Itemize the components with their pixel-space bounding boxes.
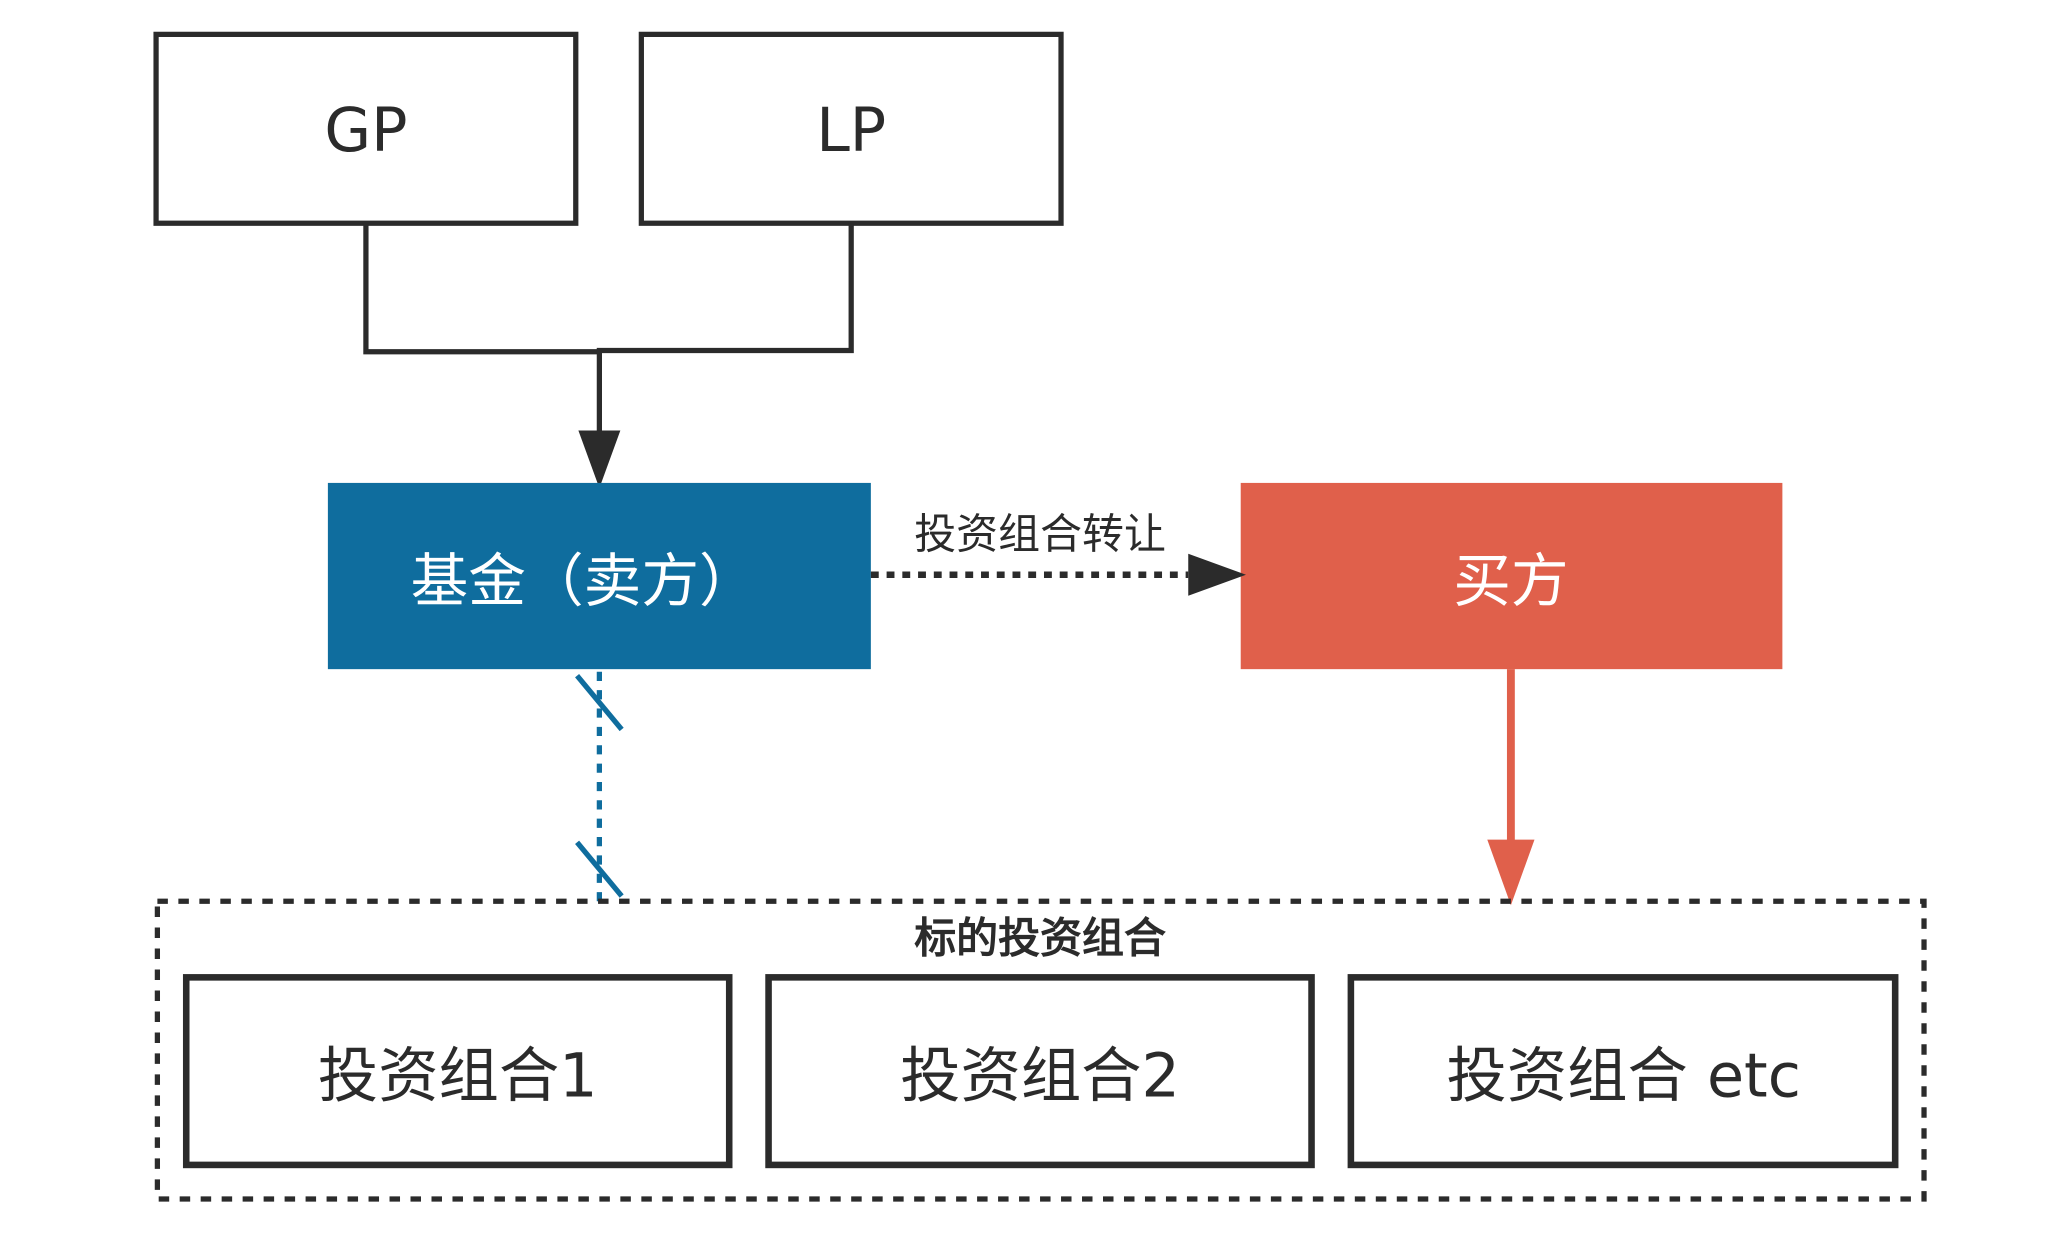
buyer-portfolio-edge bbox=[1487, 669, 1535, 906]
portfolio-group-label: 标的投资组合 bbox=[914, 913, 1166, 962]
buyer-node[interactable]: 买方 bbox=[1240, 482, 1783, 670]
portfolio-1-label: 投资组合1 bbox=[318, 1042, 598, 1112]
lp-node[interactable]: LP bbox=[638, 31, 1064, 226]
fund-portfolio-link bbox=[575, 671, 624, 903]
transfer-label: 投资组合转让 bbox=[914, 509, 1166, 558]
lp-label: LP bbox=[816, 96, 886, 166]
portfolio-2-label: 投资组合2 bbox=[900, 1042, 1180, 1112]
arrowhead-icon bbox=[1188, 553, 1246, 596]
gp-node[interactable]: GP bbox=[153, 31, 579, 226]
arrowhead-icon bbox=[1487, 839, 1535, 906]
portfolio-etc-label: 投资组合 etc bbox=[1446, 1042, 1800, 1112]
transfer-edge: 投资组合转让 bbox=[870, 509, 1246, 596]
buyer-label: 买方 bbox=[1453, 547, 1568, 615]
fund-label: 基金（卖方） bbox=[411, 547, 757, 615]
portfolio-1-node[interactable]: 投资组合1 bbox=[182, 974, 733, 1169]
portfolio-2-node[interactable]: 投资组合2 bbox=[765, 974, 1315, 1169]
gp-label: GP bbox=[324, 96, 407, 166]
fund-seller-node[interactable]: 基金（卖方） bbox=[327, 482, 871, 670]
target-portfolio-group[interactable]: 标的投资组合 bbox=[154, 898, 1927, 1202]
portfolio-etc-node[interactable]: 投资组合 etc bbox=[1347, 974, 1899, 1169]
arrowhead-icon bbox=[578, 430, 621, 489]
gp-lp-to-fund-connector bbox=[363, 223, 854, 489]
